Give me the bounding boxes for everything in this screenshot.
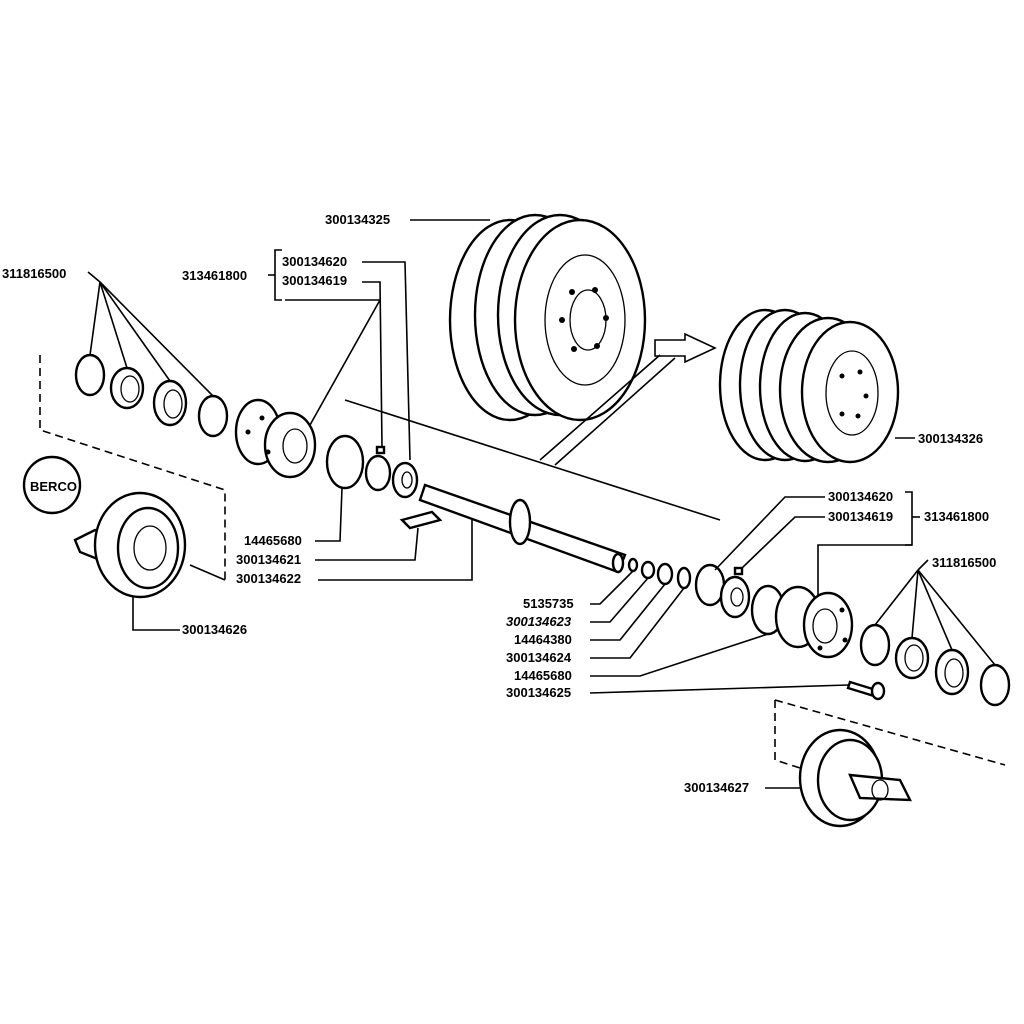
- label-300134325: 300134325: [325, 212, 390, 227]
- assembly-guides: [39, 355, 1006, 769]
- label-14465680-left: 14465680: [244, 533, 302, 548]
- label-300134620-right: 300134620: [828, 489, 893, 504]
- collar-right: [774, 585, 854, 659]
- label-311816500-right: 311816500: [932, 555, 996, 570]
- label-300134627: 300134627: [684, 780, 749, 795]
- label-300134625: 300134625: [506, 685, 571, 700]
- shaft-small-parts: [627, 557, 692, 590]
- label-300134623: 300134623: [506, 614, 572, 629]
- bushing-left: [364, 445, 419, 499]
- label-300134619-right: 300134619: [828, 509, 893, 524]
- seal-group-right: [859, 623, 1011, 707]
- label-14464380: 14464380: [514, 632, 572, 647]
- bolt: [846, 680, 886, 701]
- roller-wheel-double-flange: [718, 308, 900, 464]
- collar-left: [234, 398, 317, 479]
- key: [399, 510, 443, 530]
- label-313461800-left: 313461800: [182, 268, 247, 283]
- label-300134624: 300134624: [506, 650, 572, 665]
- label-300134622: 300134622: [236, 571, 301, 586]
- label-14465680-right: 14465680: [514, 668, 572, 683]
- part-labels: 300134325 300134620 300134619 313461800 …: [2, 212, 996, 795]
- interchange-arrow: [539, 332, 717, 466]
- label-300134626: 300134626: [182, 622, 247, 637]
- seal-group-left: [74, 353, 229, 438]
- leader-lines: [87, 219, 996, 789]
- label-5135735: 5135735: [523, 596, 574, 611]
- roller-wheel-single-flange: [448, 213, 647, 422]
- label-300134619-left: 300134619: [282, 273, 347, 288]
- label-300134326: 300134326: [918, 431, 983, 446]
- berco-logo: BERCO: [22, 455, 82, 515]
- label-313461800-right: 313461800: [924, 509, 989, 524]
- shaft: [418, 483, 627, 574]
- label-300134620-left: 300134620: [282, 254, 347, 269]
- end-housing-right: [798, 728, 912, 828]
- end-housing-left: [73, 491, 187, 599]
- label-300134621: 300134621: [236, 552, 301, 567]
- svg-text:BERCO: BERCO: [30, 479, 77, 494]
- label-311816500-left: 311816500: [2, 266, 66, 281]
- bushing-right: [694, 563, 751, 619]
- o-ring-left: [325, 434, 365, 490]
